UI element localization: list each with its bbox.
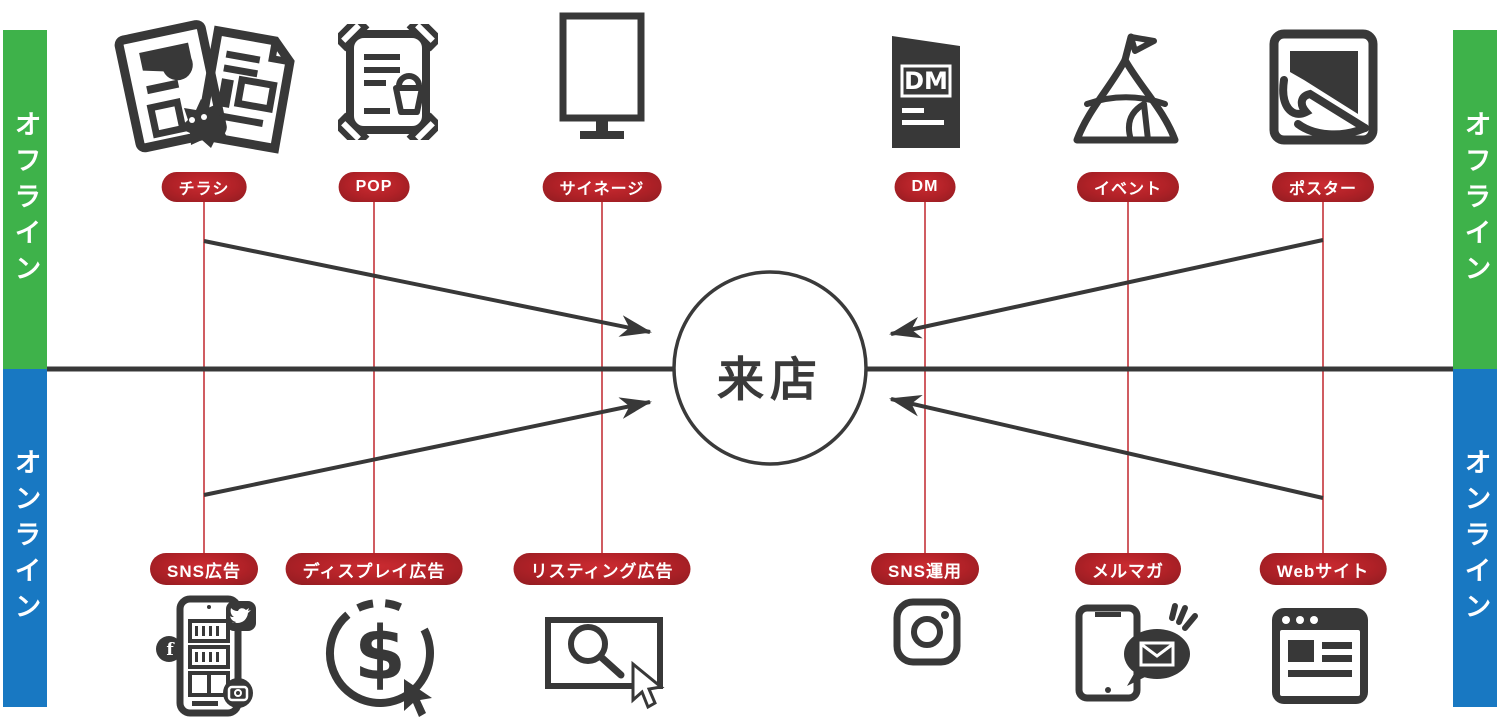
dm-icon-text: DM: [904, 67, 948, 95]
poster-icon: [1269, 29, 1378, 145]
mail-magazine-icon: [1075, 603, 1198, 702]
online-bar-left-label: オンライン: [10, 448, 41, 628]
pill-website: Webサイト: [1259, 553, 1387, 585]
pill-mail-magazine: メルマガ: [1075, 553, 1181, 585]
pill-event: イベント: [1076, 172, 1180, 202]
listing-ad-search-icon: [545, 617, 665, 710]
cursor-arrow: [631, 660, 665, 710]
instagram-icon: [893, 598, 961, 666]
pill-flyer: チラシ: [161, 172, 247, 202]
notification-rays: [1169, 603, 1198, 631]
pill-sns-ad: SNS広告: [150, 553, 258, 585]
pill-sns-operation: SNS運用: [871, 553, 979, 585]
signage-icon: [559, 12, 645, 139]
event-tent-icon: [1073, 33, 1179, 144]
flyer-icon: [114, 20, 295, 154]
arrows-to-center: [203, 238, 1324, 500]
online-bar-right-label: オンライン: [1460, 448, 1491, 628]
display-ad-coin-icon: $: [326, 599, 434, 717]
dollar-glyph: $: [354, 611, 406, 697]
online-bar-left: オンライン: [3, 369, 47, 707]
offline-bar-right: オフライン: [1453, 30, 1497, 369]
red-connector-lines: [203, 201, 1324, 554]
offline-bar-left-label: オフライン: [10, 109, 41, 290]
store-visit-label: 来店: [717, 353, 823, 406]
facebook-f-glyph: f: [166, 640, 175, 660]
pill-listing-ad: リスティング広告: [513, 553, 691, 585]
pill-dm: DM: [894, 172, 956, 202]
pill-poster: ポスター: [1271, 172, 1375, 202]
pill-display-ad: ディスプレイ広告: [285, 553, 463, 585]
offline-bar-left: オフライン: [3, 30, 47, 369]
offline-bar-right-label: オフライン: [1460, 109, 1491, 290]
store-visit-circle: [672, 270, 868, 466]
website-icon: [1272, 608, 1368, 704]
dm-icon: DM: [892, 36, 960, 148]
sns-ad-phone-icon: f: [156, 595, 256, 717]
pill-signage: サイネージ: [542, 172, 662, 202]
cursor-arrow: [404, 679, 432, 717]
camera-badge: [223, 678, 253, 708]
pop-icon: [338, 24, 438, 140]
online-bar-right: オンライン: [1453, 369, 1497, 707]
pill-pop: POP: [338, 172, 410, 202]
